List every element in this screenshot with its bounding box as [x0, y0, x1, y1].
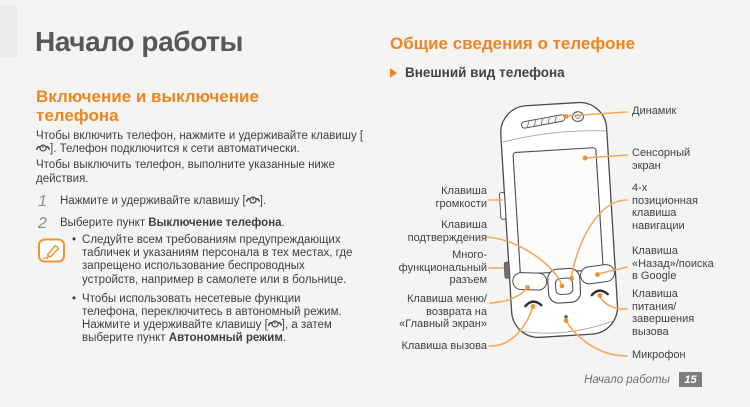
step-2: 2 Выберите пункт Выключение телефона.: [38, 215, 368, 232]
microphone-hole: [564, 314, 568, 319]
label-confirm-key: Клавиша подтверждения: [407, 219, 487, 244]
camera-lens-icon: [571, 111, 584, 122]
label-touch-screen: Сенсорный экран: [632, 147, 691, 172]
note-bullet-2: • Чтобы использовать несетевые функции т…: [72, 293, 354, 346]
callout-confirm: [485, 236, 563, 285]
label-volume-key: Клавиша громкости: [435, 185, 487, 210]
callout-speaker: [565, 111, 628, 117]
phone-screen: [512, 147, 604, 275]
label-speaker: Динамик: [632, 105, 677, 117]
subheading-text: Внешний вид телефона: [405, 65, 565, 80]
callout-power: [599, 295, 628, 310]
note-pencil-icon: [38, 238, 65, 268]
bullet-marker: •: [72, 292, 77, 305]
label-multifunction-jack: Много- функциональный разъем: [398, 249, 487, 287]
footer-section-title: Начало работы: [584, 373, 670, 386]
label-back-search-key: Клавиша «Назад»/поиска в Google: [632, 245, 714, 283]
callout-nav: [570, 199, 628, 278]
page-corner-shade: [0, 5, 17, 57]
section-heading-overview: Общие сведения о телефоне: [390, 34, 636, 53]
left-soft-key: [512, 272, 548, 291]
callout-lines: [485, 111, 628, 357]
callout-call: [488, 307, 534, 347]
chevron-right-icon: [390, 67, 397, 78]
power-key-icon: [36, 144, 50, 152]
intro-block: Чтобы включить телефон, нажмите и удержи…: [36, 130, 370, 186]
note-bullets: • Следуйте всем требованиям предупреждаю…: [72, 234, 354, 346]
intro-paragraph-2: Чтобы выключить телефон, выполните указа…: [36, 159, 335, 185]
callout-back: [597, 266, 628, 275]
volume-key-shape: [499, 191, 507, 220]
page-title: Начало работы: [35, 26, 244, 57]
step-number: 1: [38, 193, 47, 210]
note-bullet-text: Следуйте всем требованиям предупреждающи…: [82, 234, 353, 286]
power-key-icon: [245, 196, 260, 204]
bullet-marker: •: [72, 234, 77, 246]
label-microphone: Микрофон: [632, 349, 686, 361]
label-menu-home-key: Клавиша меню/ возврата на «Главный экран…: [399, 293, 487, 331]
callout-mic: [565, 320, 628, 357]
page-footer: Начало работы 15: [584, 372, 702, 387]
subheading-phone-layout: Внешний вид телефона: [390, 65, 565, 80]
power-key-icon: [267, 320, 282, 328]
step-number: 2: [38, 215, 47, 232]
step-text: Выберите пункт Выключение телефона.: [60, 217, 285, 229]
note-bullet-1: • Следуйте всем требованиям предупреждаю…: [72, 234, 354, 287]
end-key-icon: [590, 289, 609, 297]
callout-dots: [525, 114, 603, 323]
step-text: Нажмите и удерживайте клавишу [].: [60, 195, 267, 207]
note-bullet-text: Чтобы использовать несетевые функции тел…: [82, 292, 342, 345]
phone-illustration: [499, 101, 619, 339]
label-nav-key: 4-х позиционная клавиша навигации: [632, 182, 698, 233]
step-1: 1 Нажмите и удерживайте клавишу [].: [38, 193, 368, 210]
label-call-key: Клавиша вызова: [401, 340, 487, 352]
callout-menu: [489, 287, 528, 304]
intro-paragraph-1: Чтобы включить телефон, нажмите и удержи…: [36, 130, 364, 156]
jack-shape: [503, 261, 511, 279]
page-number-badge: 15: [679, 372, 702, 387]
note-box: • Следуйте всем требованиям предупреждаю…: [36, 234, 372, 346]
callout-screen: [584, 154, 628, 159]
call-key-icon: [524, 300, 543, 308]
section-heading-power: Включение и выключение телефона: [36, 87, 259, 125]
label-power-end-key: Клавиша питания/ завершения вызова: [632, 288, 695, 339]
